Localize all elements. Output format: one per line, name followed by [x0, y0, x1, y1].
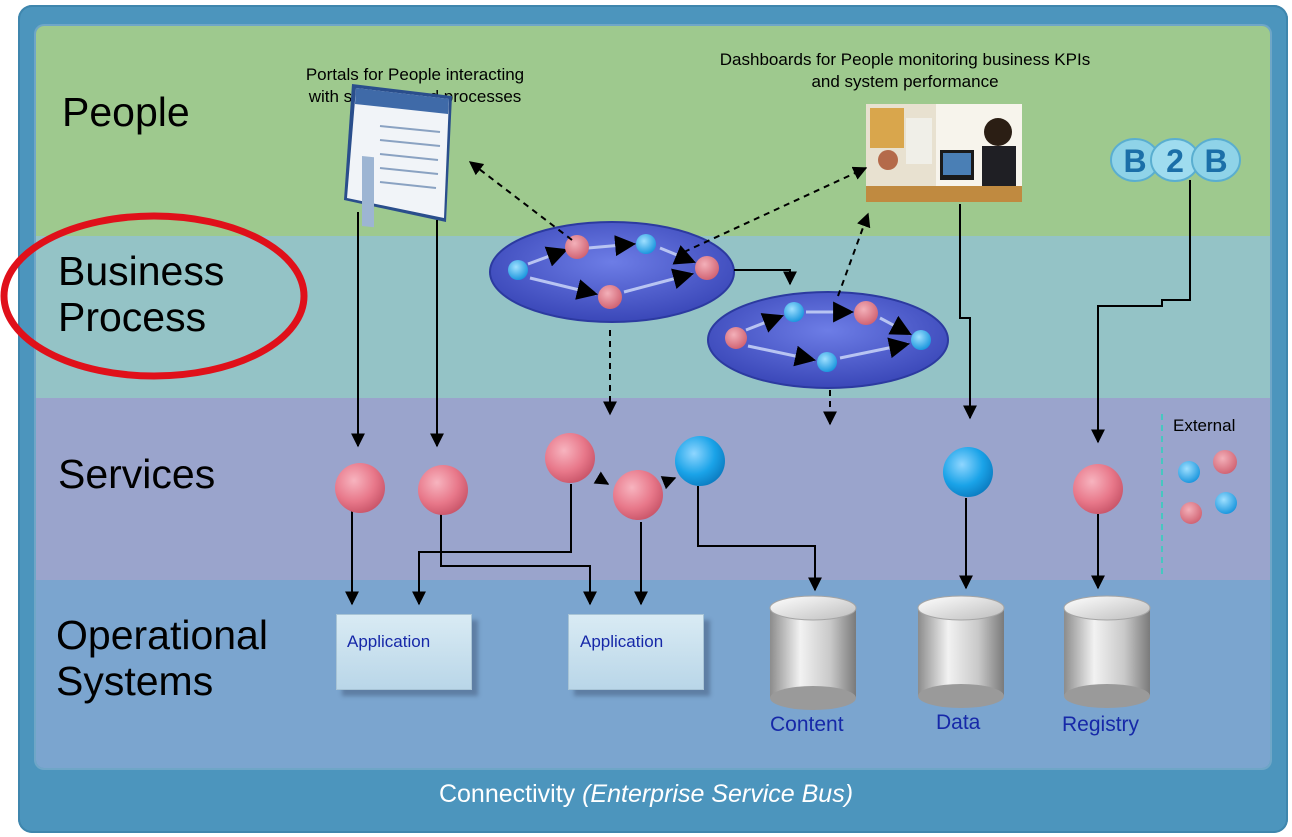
b2b-letter-1: B: [1123, 143, 1146, 179]
service-node-data: [943, 447, 993, 497]
solid-connectors: [345, 180, 1191, 606]
connectivity-label: Connectivity (Enterprise Service Bus): [0, 780, 1292, 809]
b2b-badge-icon: B 2 B: [1110, 138, 1241, 182]
layer-label-people: People: [62, 89, 190, 135]
service-node-portal-1: [335, 463, 385, 513]
layer-label-operational-systems: Operational Systems: [56, 612, 268, 704]
dashboard-photo-icon: [866, 104, 1022, 202]
highlight-ring: [0, 212, 308, 380]
process-flow-2: [707, 291, 949, 389]
store-label-content: Content: [770, 713, 844, 736]
store-label-data: Data: [936, 711, 981, 734]
application-box-1: [336, 614, 472, 690]
service-node-portal-2: [418, 465, 468, 515]
registry-store-icon: [1063, 595, 1151, 708]
dashboards-caption: Dashboards for People monitoring busines…: [719, 50, 1091, 91]
layer-label-services: Services: [58, 451, 216, 497]
layer-label-business-process: Business Process: [58, 248, 225, 340]
service-node-registry: [1073, 464, 1123, 514]
external-label: External: [1173, 416, 1235, 435]
portals-caption: Portals for People interacting with syst…: [305, 65, 525, 106]
data-store-icon: [917, 595, 1005, 708]
service-node-process-1: [545, 433, 595, 483]
service-node-process-3: [675, 436, 725, 486]
people-band: [36, 26, 1270, 236]
content-store-icon: [769, 595, 857, 710]
connectivity-sub: (Enterprise Service Bus): [582, 780, 854, 808]
application-label-2: Application: [580, 632, 664, 651]
b2b-letter-2: 2: [1166, 143, 1184, 179]
store-label-registry: Registry: [1062, 713, 1140, 736]
portal-screenshot-icon: [344, 84, 452, 228]
b2b-letter-3: B: [1204, 143, 1227, 179]
service-node-process-2: [613, 470, 663, 520]
application-label-1: Application: [347, 632, 431, 651]
service-nodes: [335, 433, 1123, 520]
application-box-2: [568, 614, 704, 690]
dashed-arrows: [468, 161, 871, 426]
external-service-nodes: [1178, 450, 1237, 524]
connectivity-main: Connectivity: [438, 780, 576, 808]
process-flow-1: [489, 221, 735, 323]
